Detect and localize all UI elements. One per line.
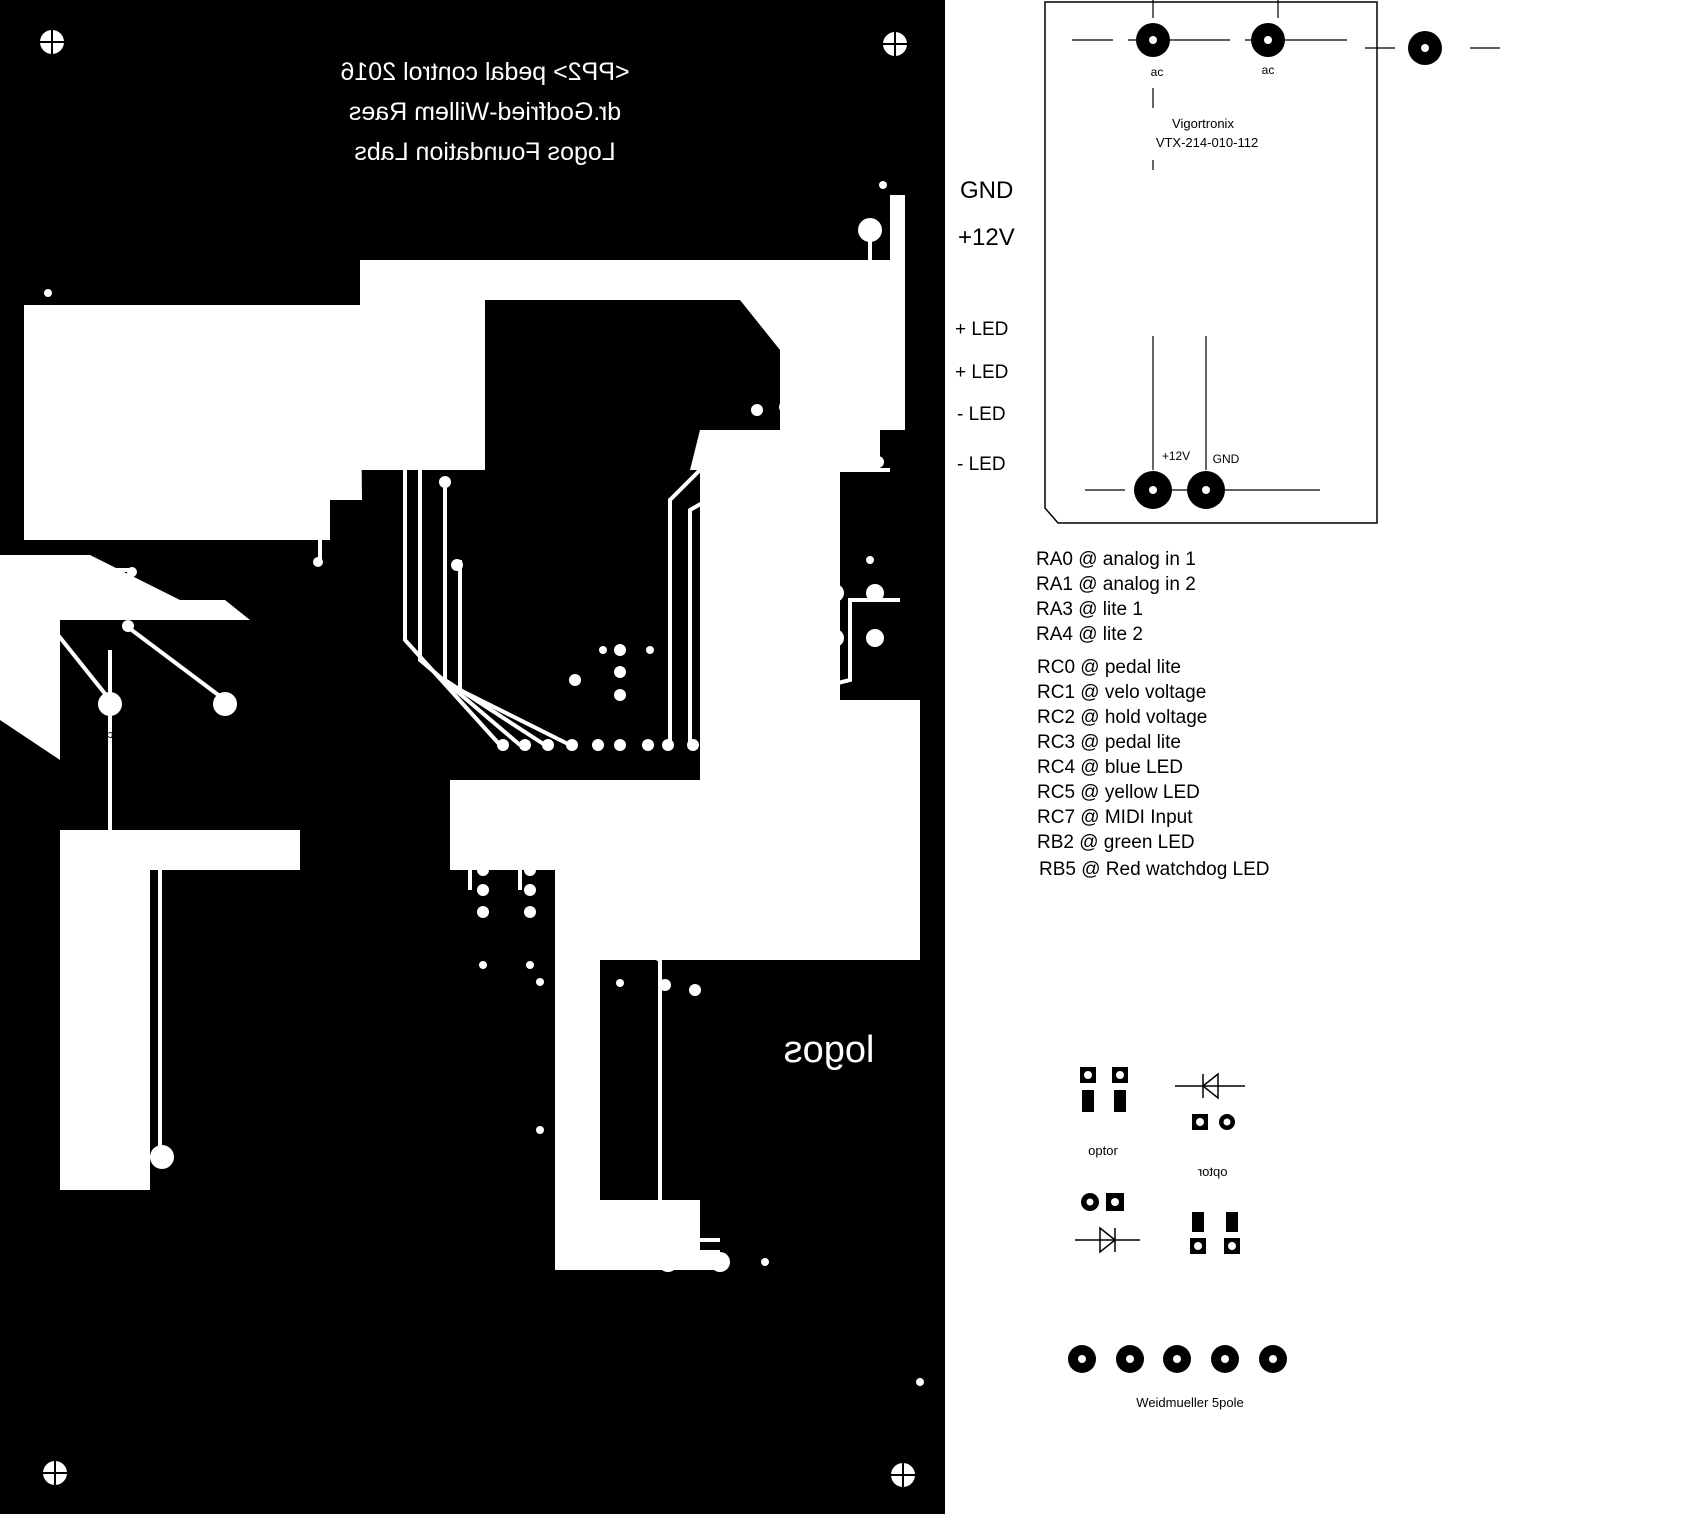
footprint-gnd-label: GND xyxy=(1213,452,1240,466)
weidmueller-connector xyxy=(1068,1345,1287,1373)
pin-map-item: RB2 @ green LED xyxy=(1037,832,1195,853)
footprint-ac-label-1: ac xyxy=(1151,65,1164,79)
led-label-4: - LED xyxy=(957,454,1006,475)
led-label-3: - LED xyxy=(957,404,1006,425)
gnd-label: GND xyxy=(960,177,1013,204)
optor-footprint-2 xyxy=(1192,1114,1235,1130)
connector-label: Weidmueller 5pole xyxy=(1136,1395,1243,1410)
traces xyxy=(40,230,907,1242)
pin-map-item: RC4 @ blue LED xyxy=(1037,757,1183,778)
board-title-line-3: Logos Foundation Labs xyxy=(354,138,615,166)
pads xyxy=(40,181,924,1386)
pin-map-item: RC3 @ pedal lite xyxy=(1037,732,1181,753)
led-label-2: + LED xyxy=(955,362,1008,383)
optor-footprints: optor optor xyxy=(1075,1067,1245,1254)
pin-map-item: RB5 @ Red watchdog LED xyxy=(1039,859,1270,880)
board-title-line-1: <PP2> pedal control 2016 xyxy=(340,58,629,86)
board-ac-label-2: ac xyxy=(219,729,231,741)
board-title-line-2: dr.Godfried-Willem Raes xyxy=(349,98,621,126)
power-labels: GND +12V + LED + LED - LED - LED xyxy=(955,177,1015,475)
pin-map: RA0 @ analog in 1 RA1 @ analog in 2 RA3 … xyxy=(1036,549,1270,880)
optor-footprint-3 xyxy=(1081,1193,1124,1211)
pin-map-item: RA3 @ lite 1 xyxy=(1036,599,1143,620)
pin-map-item: RC7 @ MIDI Input xyxy=(1037,807,1193,828)
board-logo: logos xyxy=(784,1029,875,1071)
pin-map-item: RC2 @ hold voltage xyxy=(1037,707,1207,728)
led-label-1: + LED xyxy=(955,319,1008,340)
transformer-pins xyxy=(1134,23,1442,509)
mounting-hole-tl xyxy=(40,30,64,54)
mounting-hole-br xyxy=(891,1463,915,1487)
mounting-hole-tr xyxy=(883,32,907,56)
pin-map-item: RC0 @ pedal lite xyxy=(1037,657,1181,678)
diode-icon-1 xyxy=(1175,1072,1245,1100)
footprint-ac-label-2: ac xyxy=(1262,63,1275,77)
board-title: <PP2> pedal control 2016 dr.Godfried-Wil… xyxy=(340,58,629,166)
optor-footprint-1 xyxy=(1080,1067,1128,1112)
board-transformer-name: Vigortronix xyxy=(137,783,199,798)
pin-map-item: RC5 @ yellow LED xyxy=(1037,782,1200,803)
transformer-footprint: ac ac Vigortronix VTX-214-010-112 +12V G… xyxy=(1044,0,1500,524)
pin-map-item: RA0 @ analog in 1 xyxy=(1036,549,1196,570)
mounting-holes xyxy=(40,30,915,1487)
pin-map-item: RA1 @ analog in 2 xyxy=(1036,574,1196,595)
footprint-12v-label: +12V xyxy=(1162,449,1190,463)
optor-footprint-4 xyxy=(1190,1212,1240,1254)
footprint-part: VTX-214-010-112 xyxy=(1156,135,1258,150)
board-ac-label-1: ac xyxy=(107,729,119,741)
mounting-hole-bl xyxy=(43,1461,67,1485)
footprint-name: Vigortronix xyxy=(1172,116,1234,131)
board-transformer-part: VTX-214-010-112 xyxy=(117,801,219,816)
optor-label-1: optor xyxy=(1088,1143,1118,1158)
diode-icon-2 xyxy=(1075,1226,1140,1254)
v12-label: +12V xyxy=(958,224,1015,251)
pin-map-item: RA4 @ lite 2 xyxy=(1036,624,1143,645)
pcb-board: <PP2> pedal control 2016 dr.Godfried-Wil… xyxy=(0,0,945,1514)
pin-map-item: RC1 @ velo voltage xyxy=(1037,682,1206,703)
optor-label-2: optor xyxy=(1197,1164,1227,1179)
board-transformer-label: Vigortronix VTX-214-010-112 ac ac xyxy=(107,729,231,816)
transformer-outline xyxy=(1044,1,1378,524)
